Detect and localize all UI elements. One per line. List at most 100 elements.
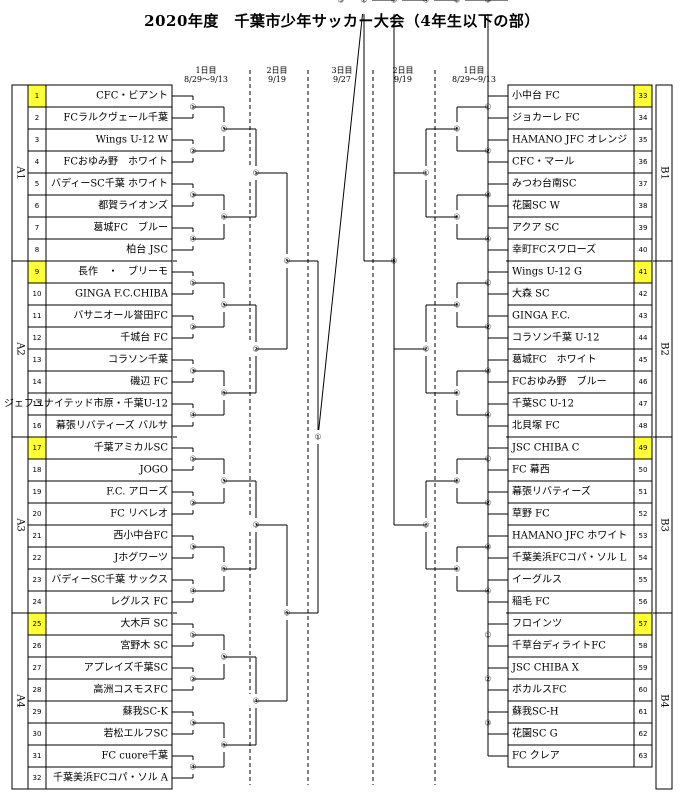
team-name: 千葉アミカルSC (94, 441, 169, 454)
team-name: 西小中台FC (113, 529, 168, 542)
team-name: 小中台 FC (512, 89, 560, 102)
team-number: 56 (639, 598, 648, 606)
team-number: 2 (35, 114, 39, 122)
team-number: 50 (639, 466, 648, 474)
team-number: 30 (33, 730, 42, 738)
team-number: 19 (33, 488, 42, 496)
team-name: F.C. アローズ (106, 485, 168, 498)
team-number: 23 (33, 576, 42, 584)
team-name: 大森 SC (512, 287, 550, 300)
final-label: ③ (337, 0, 344, 5)
team-number: 42 (639, 290, 648, 298)
round-header-center-3: 3日目 9/27 (317, 66, 367, 84)
label-backdrop (449, 0, 465, 14)
team-name: Wings U-12 W (96, 135, 169, 146)
round-day: 1日目 (195, 66, 217, 75)
final-line (317, 0, 365, 438)
team-name: FCおゆみ野 ホワイト (63, 156, 168, 168)
team-number: 22 (33, 554, 42, 562)
team-name: 幕張リバティーズ (512, 485, 591, 498)
team-name: FCラルクヴェール千葉 (63, 111, 168, 124)
team-number: 32 (33, 774, 42, 782)
team-number: 44 (639, 334, 648, 342)
team-name: JSC CHIBA X (511, 663, 580, 674)
team-number: 51 (639, 488, 648, 496)
round-date: 9/19 (394, 75, 412, 84)
label-backdrop (480, 0, 496, 14)
team-name: FC リベレオ (110, 508, 168, 520)
team-name: みつわ台南SC (512, 177, 577, 190)
team-name: 幸町FCスワローズ (512, 243, 596, 256)
team-number: 52 (639, 510, 648, 518)
team-number: 1 (35, 92, 39, 100)
team-number: 28 (33, 686, 42, 694)
team-name: 草野 FC (512, 508, 550, 520)
team-name: 花園SC G (512, 727, 558, 740)
team-number: 34 (639, 114, 648, 122)
team-name: 千城台 FC (120, 331, 168, 344)
team-number: 39 (639, 224, 648, 232)
team-name: 蘇我SC-H (512, 705, 559, 718)
round-header-right-2: 2日目 9/19 (378, 66, 428, 84)
team-name: 葛城FC ホワイト (512, 353, 597, 366)
team-name: バディーSC千葉 ホワイト (51, 177, 168, 190)
team-name: ボカルスFC (512, 684, 567, 696)
team-number: 20 (33, 510, 42, 518)
team-number: 37 (639, 180, 648, 188)
team-name: 花園SC W (512, 199, 561, 212)
team-name: 葛城FC ブルー (93, 221, 168, 234)
team-number: 8 (35, 246, 39, 254)
team-number: 36 (639, 158, 648, 166)
team-name: Wings U-12 G (512, 267, 582, 278)
team-name: 千葉美浜FCコパ・ソル L (512, 551, 627, 564)
team-number: 12 (33, 334, 42, 342)
team-name: GINGA F.C.CHIBA (75, 289, 169, 300)
team-name: HAMANO JFC オレンジ (512, 134, 627, 146)
team-number: 41 (639, 268, 648, 276)
team-number: 61 (639, 708, 648, 716)
team-number: 15 (33, 400, 42, 408)
team-name: アクア SC (512, 222, 560, 234)
team-number: 3 (35, 136, 39, 144)
team-name: コラソン千葉 U-12 (512, 331, 600, 344)
team-number: 46 (639, 378, 648, 386)
team-number: 26 (33, 642, 42, 650)
round-day: 3日目 (331, 66, 353, 75)
team-name: 大木戸 SC (120, 617, 168, 630)
team-name: JSC CHIBA C (511, 443, 580, 454)
team-number: 45 (639, 356, 648, 364)
group-label-A4: A4 (15, 693, 26, 708)
team-name: 千葉SC U-12 (512, 397, 574, 410)
team-number: 10 (33, 290, 42, 298)
label-backdrop (333, 0, 349, 14)
team-name: Jホグワーツ (113, 551, 168, 564)
team-name: 幕張リバティーズ バルサ (56, 419, 168, 432)
team-number: 24 (33, 598, 42, 606)
team-number: 49 (639, 444, 648, 452)
team-number: 11 (33, 312, 42, 320)
semifinal-right-label: ② (360, 0, 367, 5)
team-number: 40 (639, 246, 648, 254)
group-label-B1: B1 (659, 166, 670, 180)
match-label: ③ (484, 0, 491, 5)
team-name: レグルス FC (110, 595, 168, 608)
team-number: 9 (35, 268, 39, 276)
team-number: 16 (33, 422, 42, 430)
team-name: FC 幕西 (512, 463, 550, 476)
team-number: 5 (35, 180, 39, 188)
group-label-B2: B2 (659, 342, 670, 356)
team-name: 北貝塚 FC (512, 420, 560, 432)
team-number: 58 (639, 642, 648, 650)
team-number: 7 (35, 224, 39, 232)
team-number: 55 (639, 576, 648, 584)
label-backdrop (310, 430, 326, 444)
team-name: FC クレア (512, 750, 560, 762)
team-name: FCおゆみ野 ブルー (512, 375, 607, 388)
team-number: 27 (33, 664, 42, 672)
team-number: 25 (33, 620, 42, 628)
team-number: 4 (35, 158, 40, 166)
match-label: ⑤ (453, 0, 460, 5)
team-number: 63 (639, 752, 648, 760)
team-name: HAMANO JFC ホワイト (512, 530, 627, 542)
